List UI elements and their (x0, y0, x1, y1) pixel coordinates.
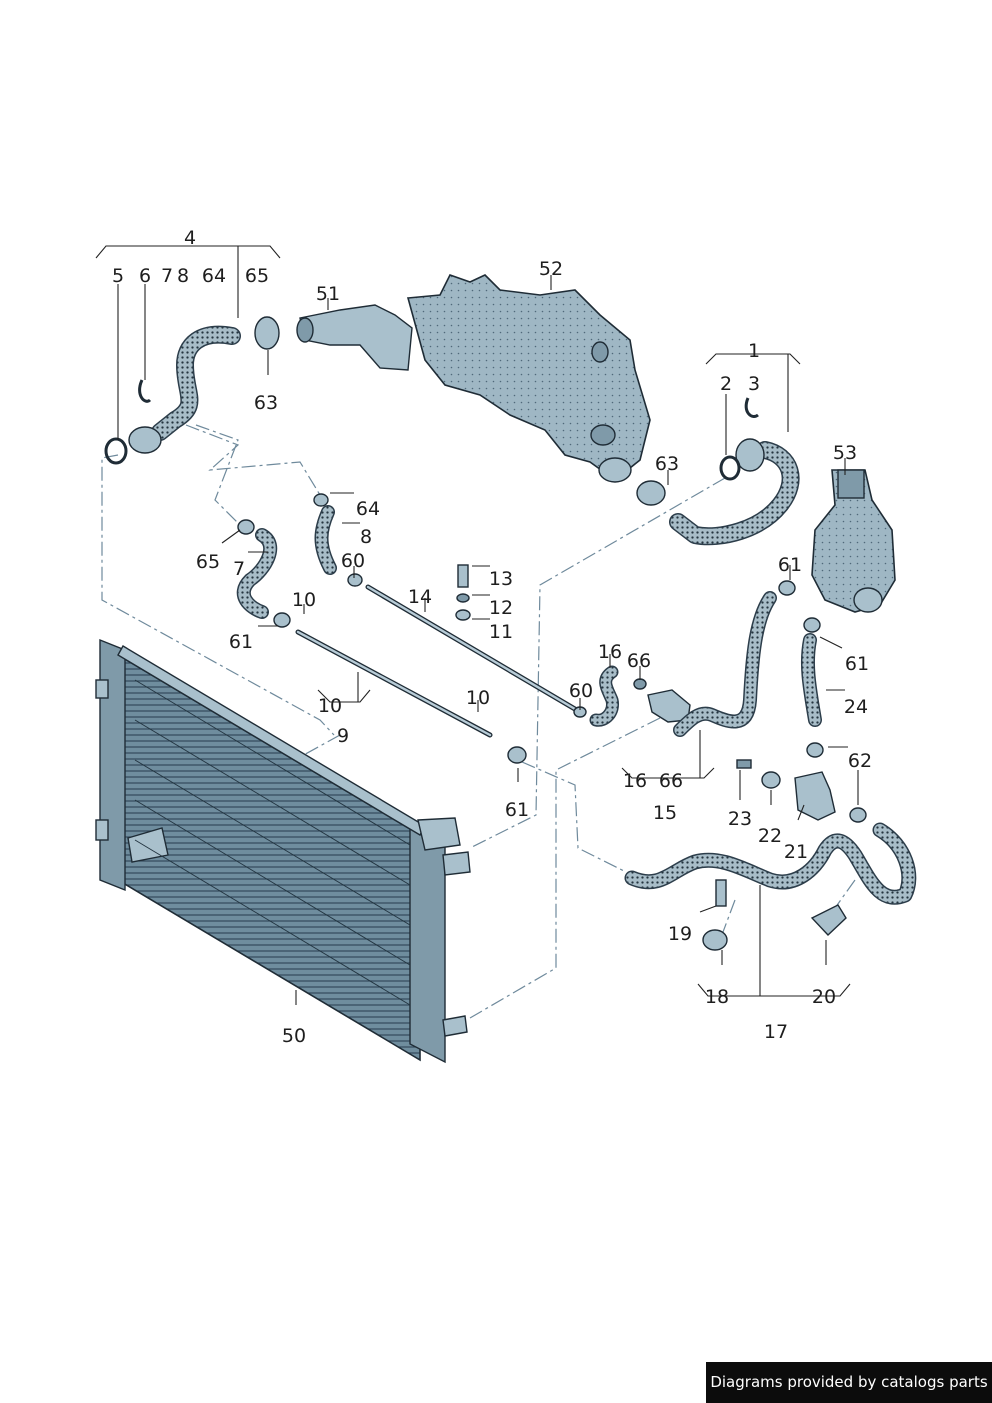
label-9: 9 (337, 725, 349, 747)
pump-feed-hoses (673, 580, 824, 758)
upper-hose-4 (104, 316, 280, 465)
label-8-top: 8 (177, 265, 189, 287)
label-24: 24 (844, 696, 868, 718)
auxiliary-pump-53 (811, 469, 896, 613)
label-51: 51 (316, 283, 340, 305)
label-13: 13 (489, 568, 513, 590)
label-61-pump: 61 (845, 653, 869, 675)
label-61-left: 61 (229, 631, 253, 653)
label-60-lower: 60 (569, 680, 593, 702)
label-20: 20 (812, 986, 836, 1008)
label-17: 17 (764, 1021, 788, 1043)
label-60-upper: 60 (341, 550, 365, 572)
label-22: 22 (758, 825, 782, 847)
label-10-bracket: 10 (318, 695, 342, 717)
label-11: 11 (489, 621, 513, 643)
watermark-text: Diagrams provided by catalogs parts (710, 1373, 988, 1391)
label-61-pump-top: 61 (778, 554, 802, 576)
label-63-left: 63 (254, 392, 278, 414)
label-66-lower: 66 (659, 770, 683, 792)
label-6: 6 (139, 265, 151, 287)
label-65: 65 (196, 551, 220, 573)
label-15: 15 (653, 802, 677, 824)
label-52: 52 (539, 258, 563, 280)
radiator (95, 638, 471, 1064)
valve-assembly (736, 759, 867, 823)
thermostat-housing-51 (296, 304, 413, 371)
label-18: 18 (705, 986, 729, 1008)
label-7-top: 7 (161, 265, 173, 287)
label-50: 50 (282, 1025, 306, 1047)
label-19: 19 (668, 923, 692, 945)
lower-hose-1 (636, 397, 800, 546)
label-2: 2 (720, 373, 732, 395)
label-16-lower: 16 (623, 770, 647, 792)
coolant-pipes (295, 584, 587, 764)
label-64: 64 (356, 498, 380, 520)
label-65-top: 65 (245, 265, 269, 287)
leader-lines (95, 245, 859, 1005)
label-63-right: 63 (655, 453, 679, 475)
label-14: 14 (408, 586, 432, 608)
label-12: 12 (489, 597, 513, 619)
small-hoses (236, 493, 363, 628)
label-61-radiator: 61 (505, 799, 529, 821)
watermark-banner: Diagrams provided by catalogs parts (706, 1362, 992, 1403)
label-62: 62 (848, 750, 872, 772)
label-3: 3 (748, 373, 760, 395)
label-10-upper: 10 (292, 589, 316, 611)
label-1: 1 (748, 340, 760, 362)
callout-labels: 1 2 3 4 5 6 7 8 64 65 51 52 63 63 53 64 … (112, 227, 872, 1047)
label-8: 8 (360, 526, 372, 548)
hose-16-connector-15 (589, 665, 691, 727)
label-64-top: 64 (202, 265, 226, 287)
label-10-middle: 10 (466, 687, 490, 709)
label-66-upper: 66 (627, 650, 651, 672)
label-16-upper: 16 (598, 641, 622, 663)
label-7: 7 (233, 558, 245, 580)
bolt-stack (455, 564, 471, 621)
hose-17 (624, 822, 917, 951)
label-23: 23 (728, 808, 752, 830)
label-21: 21 (784, 841, 808, 863)
engine-block-52 (406, 274, 651, 483)
label-4: 4 (184, 227, 196, 249)
label-5: 5 (112, 265, 124, 287)
label-53: 53 (833, 442, 857, 464)
